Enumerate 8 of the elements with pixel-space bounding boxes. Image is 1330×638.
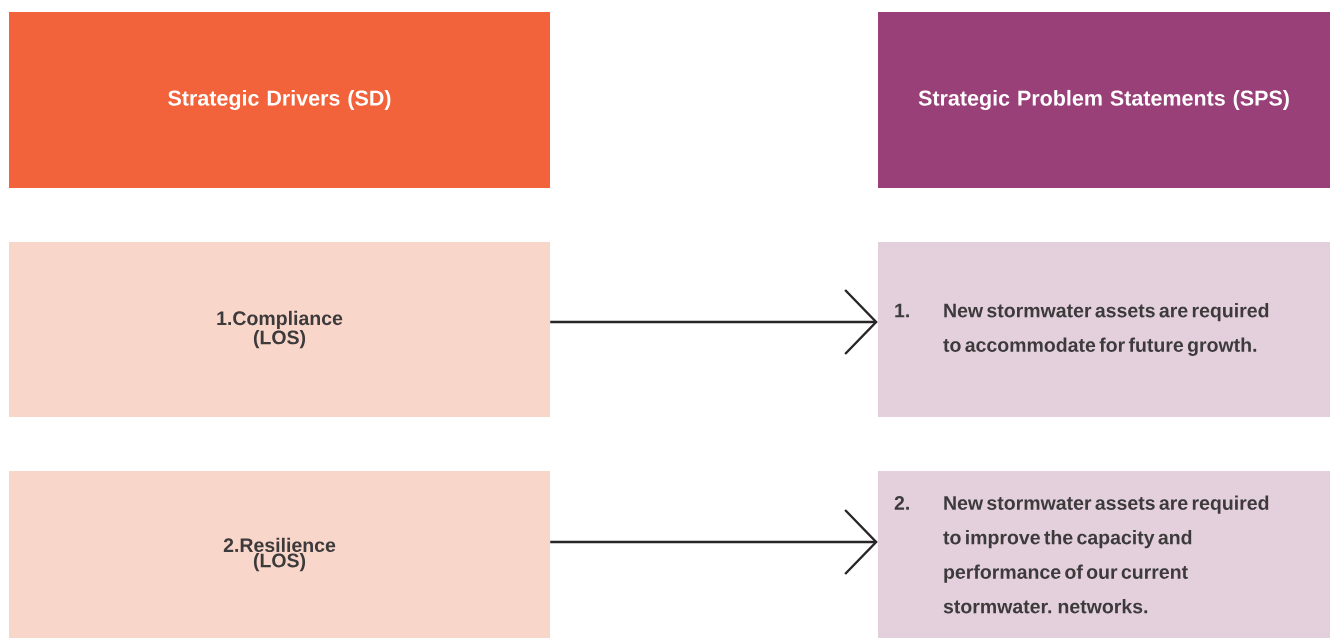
arrow bbox=[550, 289, 878, 355]
header-box: Strategic Problem Statements (SPS) bbox=[878, 12, 1330, 188]
arrow bbox=[550, 509, 878, 575]
problem-statement-box: 1. New stormwater assets are required to accommodate for future growth. bbox=[878, 242, 1330, 417]
header-box: Strategic Drivers (SD) bbox=[9, 12, 550, 188]
driver-box: 2.Resilience (LOS) bbox=[9, 471, 550, 638]
driver-box: 1.Compliance (LOS) bbox=[9, 242, 550, 417]
problem-statement-box: 2. New stormwater assets are required to improve the capacity and performance of our current stormwater. networks. bbox=[878, 471, 1330, 638]
